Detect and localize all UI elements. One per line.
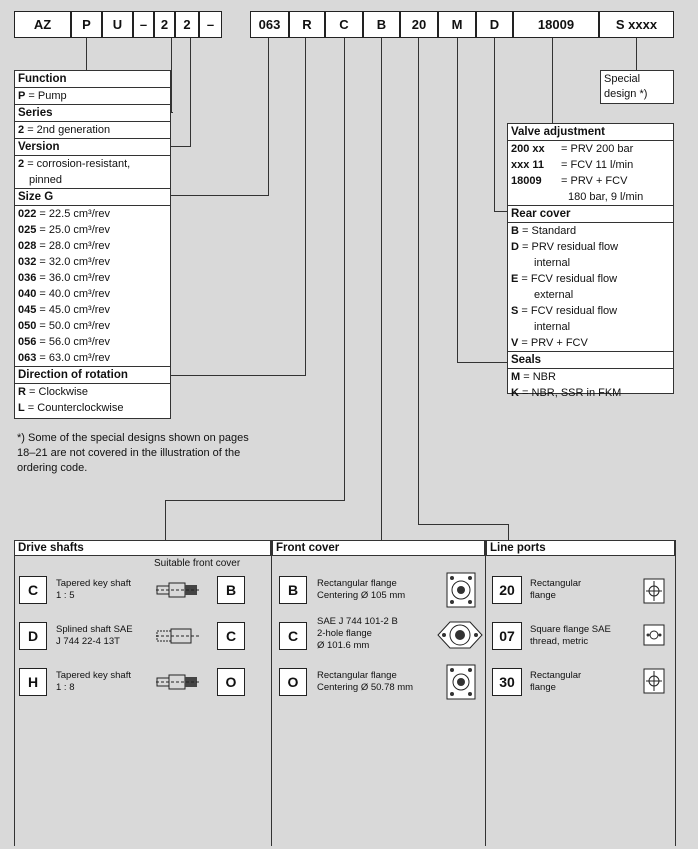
rear-list: B = Standard D = PRV residual flow interna… [508, 223, 673, 351]
drive-code-h: H [19, 668, 47, 696]
rear-row: E = FCV residual flow [511, 273, 618, 285]
code-cell-dash: – [199, 11, 222, 38]
code-cell-size: 063 [250, 11, 289, 38]
front-cover-code-o: O [217, 668, 245, 696]
rotation-row: L = Counterclockwise [18, 402, 124, 414]
rect-flange-icon [446, 572, 476, 608]
seals-row: M = NBR [511, 371, 556, 383]
valve-title: Valve adjustment [508, 124, 673, 141]
port-code-20: 20 [492, 576, 522, 604]
code-cell-drive-shaft: C [325, 11, 363, 38]
front-code-b: B [279, 576, 307, 604]
size-row: 056 = 56.0 cm³/rev [18, 336, 111, 348]
port-desc: Square flange SAE thread, metric [530, 624, 611, 647]
rect-flange-icon [446, 664, 476, 700]
rect-port-icon [643, 578, 665, 604]
series-row: 2 = 2nd generation [18, 124, 111, 136]
seals-row: K = NBR, SSR in FKM [511, 387, 622, 399]
front-cover-panel: Front cover B Rectangular flange Centeri… [272, 540, 486, 846]
line-ports-panel: Line ports 20 Rectangular flange 07 Squa… [486, 540, 676, 846]
drive-code-c: C [19, 576, 47, 604]
drive-desc: Splined shaft SAE J 744 22-4 13T [56, 624, 133, 647]
tapered-shaft-icon [156, 674, 200, 690]
rear-title: Rear cover [508, 205, 673, 223]
version-row: 2 = corrosion-resistant, [18, 158, 131, 170]
valve-row: 180 bar, 9 l/min [568, 191, 644, 203]
version-row: pinned [29, 174, 63, 186]
footnote: *) Some of the special designs shown on … [17, 432, 249, 474]
code-cell-version: 2 [175, 11, 199, 38]
rear-row: B = Standard [511, 225, 577, 237]
function-row: P = Pump [18, 90, 67, 102]
rear-row: V = PRV + FCV [511, 337, 588, 349]
valve-row: 18009= PRV + FCV [511, 175, 628, 187]
port-desc: Rectangular flange [530, 670, 582, 693]
front-cover-code-c: C [217, 622, 245, 650]
code-cell-u: U [102, 11, 133, 38]
code-cell-rear-cover: D [476, 11, 513, 38]
front-cover-title: Front cover [272, 540, 485, 556]
rear-row: D = PRV residual flow [511, 241, 619, 253]
size-row: 063 = 63.0 cm³/rev [18, 352, 111, 364]
port-code-07: 07 [492, 622, 522, 650]
rear-row: internal [534, 257, 571, 269]
drive-code-d: D [19, 622, 47, 650]
size-row: 040 = 40.0 cm³/rev [18, 288, 111, 300]
seals-title: Seals [508, 351, 673, 369]
size-row: 050 = 50.0 cm³/rev [18, 320, 111, 332]
rear-row: internal [534, 321, 571, 333]
code-cell-line-ports: 20 [400, 11, 438, 38]
front-desc: Rectangular flange Centering Ø 105 mm [317, 578, 406, 601]
splined-shaft-icon [156, 628, 200, 644]
code-cell-function: P [71, 11, 102, 38]
code-cell-seals: M [438, 11, 476, 38]
panel-border [14, 540, 15, 846]
rear-row: S = FCV residual flow [511, 305, 618, 317]
valve-row: 200 xx= PRV 200 bar [511, 143, 634, 155]
code-cell-series: 2 [154, 11, 175, 38]
size-row: 025 = 25.0 cm³/rev [18, 224, 111, 236]
size-list: 022 = 22.5 cm³/rev 025 = 25.0 cm³/rev 028 … [15, 206, 170, 366]
front-desc: Rectangular flange Centering Ø 50.78 mm [317, 670, 414, 693]
front-code-o: O [279, 668, 307, 696]
size-row: 045 = 45.0 cm³/rev [18, 304, 111, 316]
series-title: Series [15, 104, 170, 122]
rect-port-icon [643, 668, 665, 694]
code-cell-valve: 18009 [513, 11, 599, 38]
rotation-row: R = Clockwise [18, 386, 89, 398]
drive-desc: Tapered key shaft 1 : 8 [56, 670, 131, 693]
line-ports-title: Line ports [486, 540, 675, 556]
left-code-table: Function P = Pump Series 2 = 2nd generat… [14, 70, 171, 419]
special-design-box: Special design *) [600, 70, 674, 104]
code-cell-rotation: R [289, 11, 325, 38]
front-cover-code-b: B [217, 576, 245, 604]
rear-row: external [534, 289, 574, 301]
code-cell-special: S xxxx [599, 11, 674, 38]
drive-shafts-title: Drive shafts [14, 540, 271, 556]
drive-desc: Tapered key shaft 1 : 5 [56, 578, 131, 601]
version-title: Version [15, 138, 170, 156]
square-port-icon [643, 624, 665, 646]
valve-row: xxx 11= FCV 11 l/min [511, 159, 634, 171]
suitable-front-cover-label: Suitable front cover [154, 558, 241, 569]
front-code-c: C [279, 622, 307, 650]
port-code-30: 30 [492, 668, 522, 696]
size-row: 036 = 36.0 cm³/rev [18, 272, 111, 284]
code-cell-dash: – [133, 11, 154, 38]
size-title: Size G [15, 188, 170, 206]
port-desc: Rectangular flange [530, 578, 582, 601]
rotation-title: Direction of rotation [15, 366, 170, 384]
two-hole-flange-icon [437, 621, 483, 649]
function-title: Function [15, 71, 170, 88]
front-desc: SAE J 744 101-2 B 2-hole flange Ø 101.6 … [317, 616, 398, 651]
tapered-shaft-icon [156, 582, 200, 598]
code-cell-front-cover: B [363, 11, 400, 38]
drive-shafts-panel: Drive shafts Suitable front cover C Tape… [14, 540, 272, 846]
code-cell-az: AZ [14, 11, 71, 38]
size-row: 022 = 22.5 cm³/rev [18, 208, 111, 220]
right-code-table: Valve adjustment 200 xx= PRV 200 bar xxx… [507, 123, 674, 399]
size-row: 032 = 32.0 cm³/rev [18, 256, 111, 268]
size-row: 028 = 28.0 cm³/rev [18, 240, 111, 252]
